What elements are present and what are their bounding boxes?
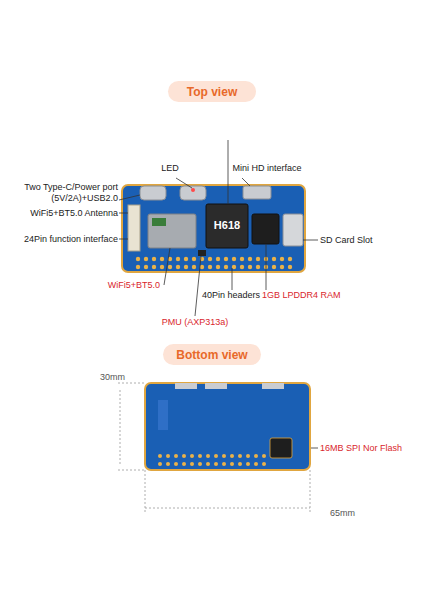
- port-edge: [175, 383, 197, 389]
- board-bottom: [145, 383, 310, 470]
- led: [191, 188, 195, 192]
- callout-label: PMU (AXP313a): [140, 317, 250, 328]
- fpc-connector: [128, 205, 140, 251]
- dimension-label: 30mm: [100, 372, 140, 383]
- pcb-detail: [158, 400, 168, 430]
- callout-label: 16MB SPI Nor Flash: [320, 443, 420, 454]
- callout-label: LED: [150, 163, 190, 174]
- usb-c-port: [140, 186, 166, 200]
- soc-chip: [206, 204, 248, 248]
- callout-label: Mini HD interface: [222, 163, 312, 174]
- callout-label: SD Card Slot: [320, 235, 410, 246]
- flash-chip: [270, 438, 292, 458]
- ram-chip: [252, 214, 279, 244]
- usb-c-port: [180, 186, 206, 200]
- header-pins: [136, 257, 292, 269]
- heading-text: Bottom view: [176, 348, 247, 362]
- dimension-label: 65mm: [330, 508, 370, 519]
- pmu-chip: [198, 250, 206, 256]
- chip-marking: H618: [206, 219, 248, 232]
- sd-slot: [283, 214, 303, 246]
- board-top: [122, 185, 305, 272]
- callout-label: 40Pin headers: [196, 290, 260, 301]
- port-edge: [205, 383, 227, 389]
- callout-label: WiFi5+BT5.0 Antenna: [2, 208, 118, 219]
- callout-label: 1GB LPDDR4 RAM: [262, 290, 352, 301]
- dimension-lines: [118, 383, 310, 512]
- view-heading: Top view: [168, 81, 256, 102]
- mini-hdmi-port: [243, 186, 271, 199]
- port-edge: [262, 383, 284, 389]
- callout-label: WiFi5+BT5.0: [60, 280, 160, 291]
- view-heading: Bottom view: [163, 344, 261, 365]
- callout-label: 24Pin function interface: [2, 234, 118, 245]
- heading-text: Top view: [187, 85, 237, 99]
- header-pins: [158, 454, 266, 466]
- callout-label: Two Type-C/Power port (5V/2A)+USB2.0: [2, 182, 118, 204]
- module-logo: [152, 218, 166, 226]
- wifi-module: [148, 214, 196, 248]
